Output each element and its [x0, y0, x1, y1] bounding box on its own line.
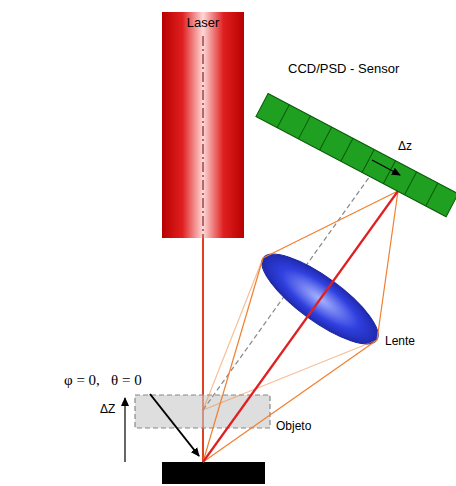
- ccd-sensor: [256, 94, 456, 217]
- node-label: Laser: [162, 12, 244, 30]
- laser-body: Laser: [162, 12, 244, 238]
- delta-z-arrow: [372, 160, 400, 175]
- object: [162, 462, 265, 484]
- delta-z-arrow: [124, 398, 125, 462]
- angle-label: φ = 0, θ = 0: [64, 372, 142, 389]
- delta-z-label: Δz: [398, 140, 412, 153]
- delta-z-label: ΔZ: [100, 403, 115, 416]
- sensor-label: CCD/PSD - Sensor: [288, 62, 399, 76]
- lens-label: Lente: [385, 335, 415, 348]
- object-label: Objeto: [276, 420, 311, 433]
- pointer-arrow: [150, 394, 199, 456]
- laser-axis: [162, 12, 244, 238]
